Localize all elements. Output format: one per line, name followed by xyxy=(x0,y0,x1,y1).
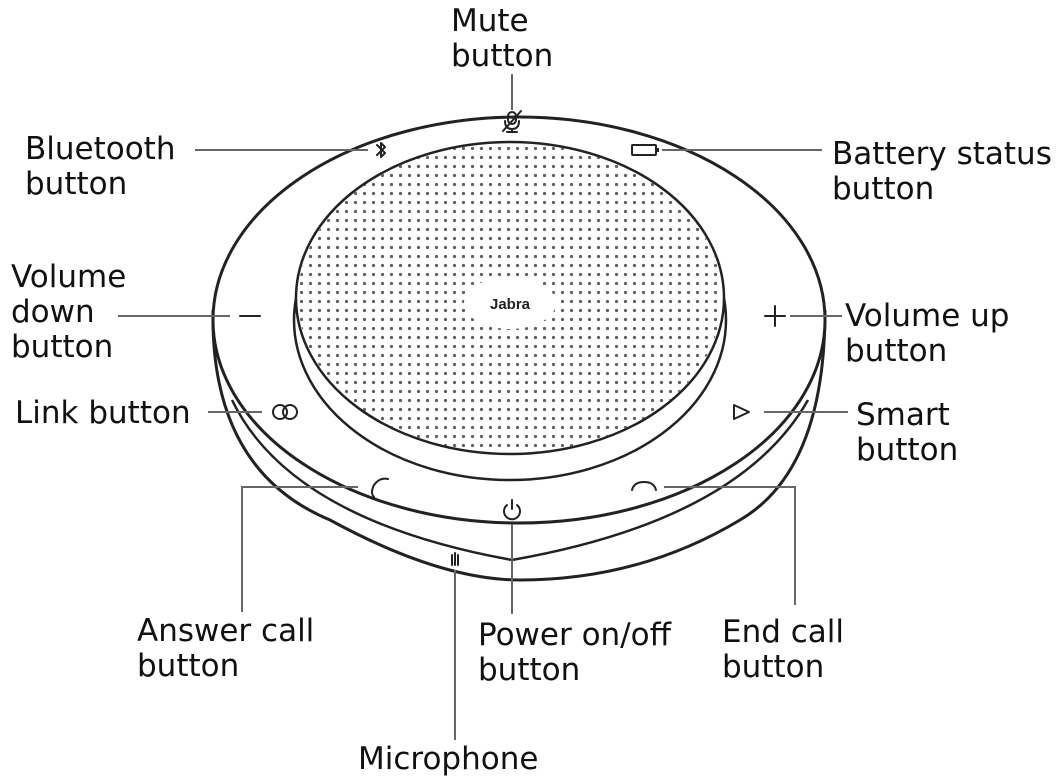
battery-icon[interactable] xyxy=(631,144,659,156)
phone-end-icon[interactable] xyxy=(631,481,657,491)
bluetooth-icon[interactable] xyxy=(376,142,386,158)
label-link-button: Link button xyxy=(15,395,191,431)
label-end-call-button: End call button xyxy=(722,614,845,685)
label-answer-call-button: Answer call button xyxy=(137,613,315,684)
brand-logo: Jabra xyxy=(490,296,531,313)
plus-icon[interactable] xyxy=(764,305,786,327)
link-icon[interactable] xyxy=(272,404,298,420)
label-mute-button: Mute button xyxy=(451,3,554,74)
speaker-grill xyxy=(292,140,728,482)
leader-lines xyxy=(118,74,848,740)
label-power-button: Power on/off button xyxy=(478,617,671,688)
phone-answer-icon[interactable] xyxy=(371,477,389,498)
label-microphone: Microphone xyxy=(358,741,539,777)
label-battery-status-button: Battery status button xyxy=(832,136,1052,207)
label-volume-down-button: Volume down button xyxy=(11,259,127,365)
label-volume-up-button: Volume up button xyxy=(845,298,1010,369)
label-bluetooth-button: Bluetooth button xyxy=(25,131,176,202)
smart-triangle-icon[interactable] xyxy=(733,404,750,420)
mute-icon[interactable] xyxy=(502,110,522,133)
label-smart-button: Smart button xyxy=(856,397,959,468)
power-icon[interactable] xyxy=(503,499,521,521)
microphone-slot-icon xyxy=(451,552,459,566)
